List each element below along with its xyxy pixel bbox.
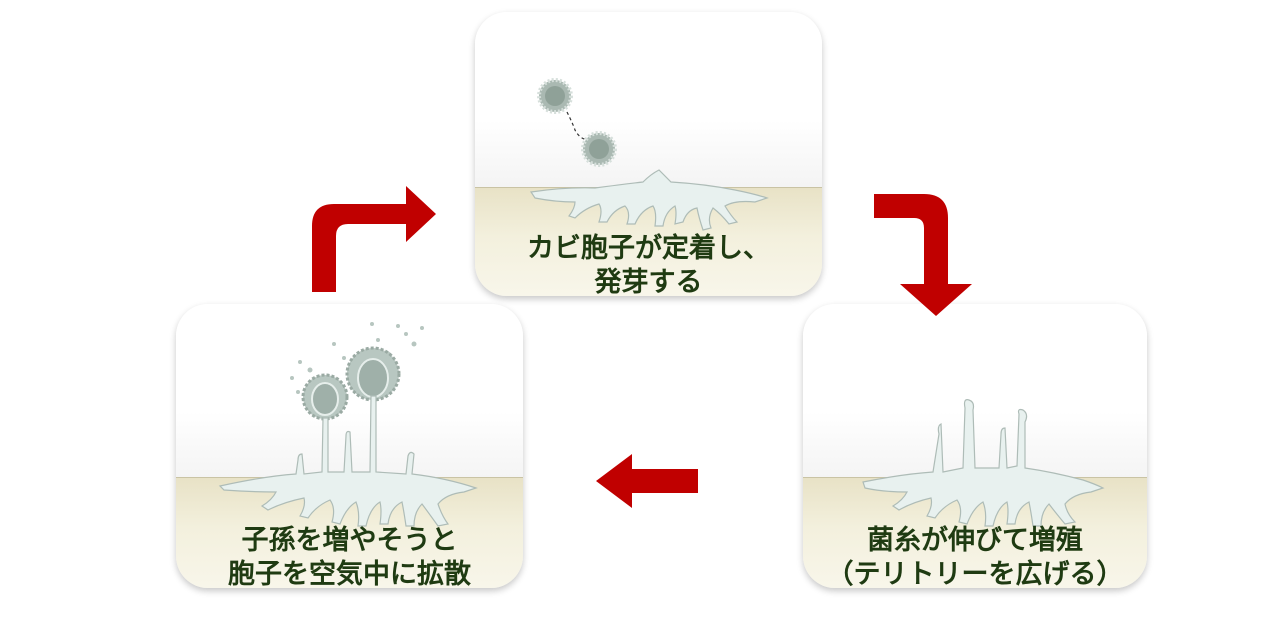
mature-hyphae xyxy=(218,395,478,527)
landed-spore-icon xyxy=(581,131,617,167)
cycle-arrow-up-right-icon xyxy=(312,186,436,292)
cycle-arrow-right-down-icon xyxy=(874,194,972,316)
spread-caption-line2: 胞子を空気中に拡散 xyxy=(228,559,471,588)
spread-caption-line1: 子孫を増やそうと xyxy=(241,525,458,556)
spore-path-line xyxy=(566,111,588,141)
floating-spore-icon xyxy=(537,78,573,114)
grow-caption: 菌糸が伸びて増殖 （テリトリーを広げる） xyxy=(803,524,1147,588)
germination-illustration xyxy=(529,78,769,231)
germinate-caption-line1: カビ胞子が定着し、 xyxy=(527,233,770,264)
germinate-caption: カビ胞子が定着し、 発芽する xyxy=(475,232,822,296)
growth-illustration xyxy=(862,399,1105,527)
spread-caption: 子孫を増やそうと 胞子を空気中に拡散 xyxy=(176,524,523,588)
germinating-hyphae xyxy=(529,169,769,231)
sporulation-illustration xyxy=(218,322,478,527)
sporangium-icon xyxy=(301,373,349,421)
growing-hyphae xyxy=(862,399,1105,527)
sporangium-icon xyxy=(345,346,401,402)
cycle-arrow-left-icon xyxy=(596,454,698,508)
grow-caption-line2: （テリトリーを広げる） xyxy=(826,559,1124,588)
stage-grow-card: 菌糸が伸びて増殖 （テリトリーを広げる） xyxy=(803,304,1147,588)
grow-caption-line1: 菌糸が伸びて増殖 xyxy=(867,525,1083,556)
stage-germinate-card: カビ胞子が定着し、 発芽する xyxy=(475,12,822,296)
germinate-caption-line2: 発芽する xyxy=(594,267,703,296)
stage-spread-card: 子孫を増やそうと 胞子を空気中に拡散 xyxy=(176,304,523,588)
